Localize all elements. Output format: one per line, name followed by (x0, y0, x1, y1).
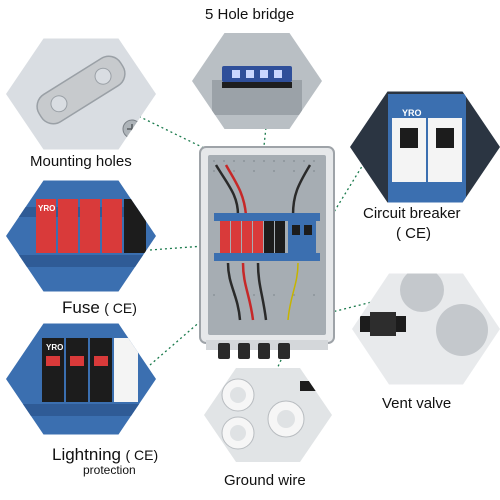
label-bridge: 5 Hole bridge (205, 6, 295, 23)
hex-ground-wire (204, 368, 332, 462)
fuse-brand: YRO (38, 204, 55, 213)
hex-vent-valve (352, 273, 500, 385)
label-vent-valve: Vent valve (382, 395, 452, 412)
label-lightning: Lightning ( CE) (52, 445, 158, 465)
label-breaker-line1: Circuit breaker (363, 205, 461, 222)
hex-mounting-holes (6, 38, 156, 150)
hex-bridge (192, 33, 322, 129)
hex-fuse: YRO (6, 180, 156, 292)
hex-circuit-breaker: YRO (350, 91, 500, 203)
label-lightning-main: Lightning (52, 445, 122, 464)
breaker-brand: YRO (402, 108, 422, 118)
label-lightning-ce: ( CE) (125, 447, 159, 463)
lightning-brand: YRO (46, 343, 63, 352)
label-fuse: Fuse ( CE) (62, 298, 137, 318)
label-lightning-sub: protection (83, 463, 136, 477)
label-ground-wire: Ground wire (224, 472, 306, 489)
label-fuse-main: Fuse (62, 298, 100, 317)
leader-mounting (129, 111, 209, 151)
label-breaker-line2: ( CE) (396, 225, 431, 242)
junction-box (199, 146, 335, 359)
hex-lightning-protection: YRO (6, 323, 156, 435)
label-fuse-ce: ( CE) (104, 300, 137, 316)
label-mounting-holes: Mounting holes (30, 153, 132, 170)
